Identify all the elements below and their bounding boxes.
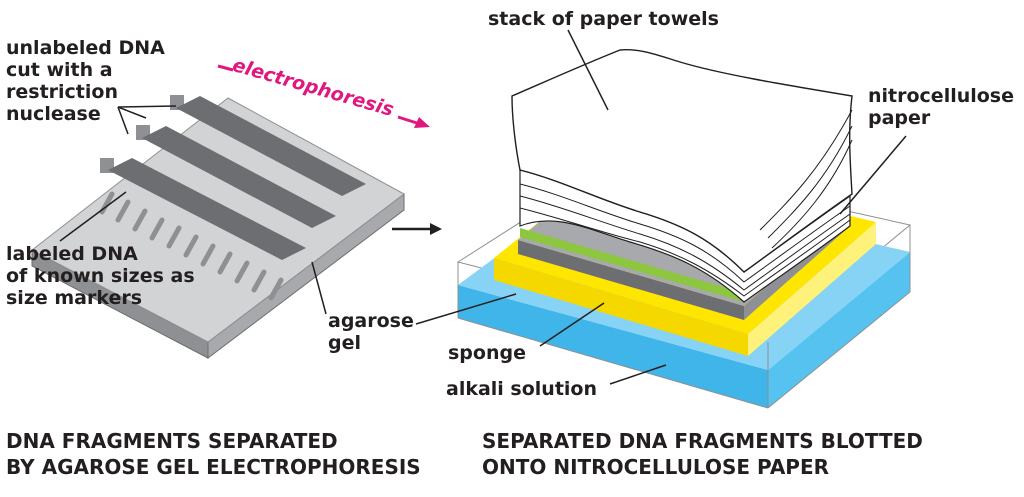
size-marker-bands: [99, 191, 284, 301]
paper-towel-layers: [519, 183, 851, 297]
alkali-solution-side: [768, 252, 910, 408]
label-agarose-gel: agarose gel: [328, 310, 414, 354]
label-unlabeled-line-4: nuclease: [6, 103, 101, 125]
label-unlabeled-dna: unlabeled DNA cut with a restriction nuc…: [6, 37, 165, 125]
nitrocellulose-front: [520, 228, 744, 302]
blot-gel-front: [518, 240, 744, 320]
agarose-gel: [31, 95, 405, 360]
label-unlabeled-line-1: unlabeled DNA: [6, 37, 165, 59]
label-nitrocellulose: nitrocellulose paper: [868, 85, 1014, 129]
sponge-side: [748, 222, 876, 356]
electrophoresis-arrow: [217, 64, 430, 128]
label-nitro-line-1: nitrocellulose: [868, 85, 1015, 107]
label-markers-line-3: size markers: [6, 287, 143, 309]
left-caption: DNA FRAGMENTS SEPARATED BY AGAROSE GEL E…: [6, 428, 421, 480]
left-caption-line-2: BY AGAROSE GEL ELECTROPHORESIS: [6, 455, 421, 479]
label-unlabeled-line-2: cut with a: [6, 59, 113, 81]
tray-outline: [457, 225, 911, 409]
label-nitro-line-2: paper: [868, 107, 931, 129]
label-alkali-solution: alkali solution: [446, 378, 598, 400]
sponge-front: [494, 258, 748, 356]
label-agarose-line-2: gel: [328, 332, 361, 354]
label-agarose-line-1: agarose: [328, 310, 414, 332]
alkali-solution-front: [458, 285, 768, 408]
right-caption-line-2: ONTO NITROCELLULOSE PAPER: [482, 455, 830, 479]
transfer-arrow: [392, 223, 442, 235]
paper-towels-top: [511, 48, 853, 273]
left-leader-lines: [59, 105, 327, 315]
label-markers-line-1: labeled DNA: [6, 243, 138, 265]
label-unlabeled-line-3: restriction: [6, 81, 118, 103]
right-caption: SEPARATED DNA FRAGMENTS BLOTTED ONTO NIT…: [482, 428, 923, 480]
right-caption-line-1: SEPARATED DNA FRAGMENTS BLOTTED: [482, 429, 923, 453]
blot-stack: [456, 48, 912, 409]
towel-wrinkle-lines: [759, 109, 853, 249]
label-markers-line-2: of known sizes as: [6, 265, 195, 287]
label-paper-towels: stack of paper towels: [488, 8, 719, 30]
right-leader-lines: [415, 29, 907, 385]
label-sponge: sponge: [448, 342, 526, 364]
dna-lane-3: [108, 158, 306, 260]
left-caption-line-1: DNA FRAGMENTS SEPARATED: [6, 429, 338, 453]
label-size-markers: labeled DNA of known sizes as size marke…: [6, 243, 195, 309]
dna-lane-2: [142, 126, 336, 228]
dna-lane-1: [176, 96, 366, 196]
